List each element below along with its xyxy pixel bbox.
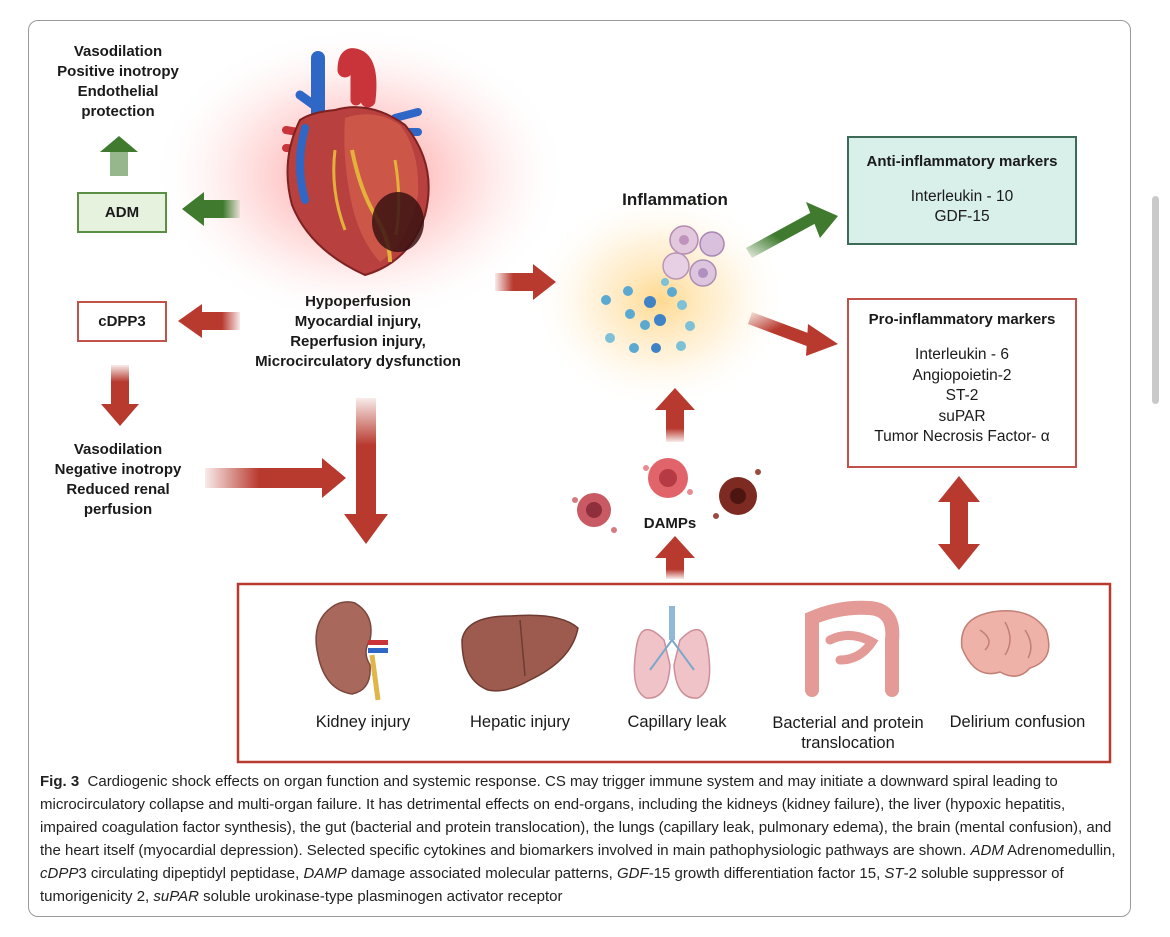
intestine-icon [805,600,900,697]
heart-effects-text: Hypoperfusion Myocardial injury, Reperfu… [228,292,488,372]
cdpp3-box-label: cDPP3 [98,313,146,330]
abbr-cdpp-suffix: 3 [78,865,87,882]
heart-to-cdpp3-arrow [178,304,240,338]
diagram-canvas [100,25,1112,764]
adm-box-label: ADM [104,204,140,221]
pro-marker-1: Interleukin - 6 [915,346,1009,363]
def-cdpp: circulating dipeptidyl peptidase [90,865,296,882]
caption-fig-label: Fig. 3 [40,773,80,790]
organs-to-damps-arrow [655,536,695,579]
adm-effect-4: protection [81,103,155,120]
heart-label-4: Microcirculatory dysfunction [255,353,461,370]
cdpp3-effect-2: Negative inotropy [54,461,182,478]
adm-effect-1: Vasodilation [73,43,163,60]
organ-label-intestine: Bacterial and protein translocation [772,714,924,752]
abbr-gdf: GDF [617,865,649,882]
organ-label-lungs: Capillary leak [627,713,727,731]
pro-marker-2: Angiopoietin-2 [912,366,1012,384]
cdpp3-box: cDPP3 [77,301,167,342]
adm-box: ADM [77,192,167,233]
heart-label-2: Myocardial injury, [294,313,422,330]
def-st: soluble suppressor of tumorigenicity 2 [40,865,1064,905]
caption-text: Cardiogenic shock effects on organ funct… [40,773,1112,859]
def-damp: damage associated molecular patterns [351,865,609,882]
organ-label-liver: Hepatic injury [470,713,570,731]
abbr-st-suffix: -2 [903,865,917,882]
def-adm: Adrenomedullin [1007,842,1112,859]
inflammation-label: Inflammation [622,190,728,209]
def-supar: soluble urokinase-type plasminogen activ… [203,888,563,905]
caption-abbreviations: ADM Adrenomedullin, cDPP3 circulating di… [40,842,1116,905]
damps-cells-icon [572,458,761,533]
organ-label-kidney: Kidney injury [315,713,411,731]
kidney-icon [315,601,388,701]
abbr-gdf-suffix: -15 [648,865,671,882]
anti-box-title: Anti-inflammatory markers [866,153,1058,170]
liver-icon [461,614,579,692]
heart-label-3: Reperfusion injury, [290,333,426,350]
pro-inflammatory-box: Pro-inflammatory markers Interleukin - 6… [847,298,1077,468]
effects-to-organs-arrow [205,458,346,498]
cdpp3-down-arrow [101,365,139,426]
abbr-st: ST [884,865,904,882]
brain-icon [960,610,1050,677]
anti-marker-2: GDF-15 [934,208,990,225]
pro-marker-5: Tumor Necrosis Factor- α [874,428,1050,445]
cdpp3-effect-1: Vasodilation [73,441,163,458]
pro-marker-3: ST-2 [945,387,979,404]
adm-effects-text: Vasodilation Positive inotropy Endotheli… [38,42,198,122]
cdpp3-effect-4: perfusion [83,501,153,518]
abbr-supar: suPAR [153,888,199,905]
adm-effect-2: Positive inotropy [57,63,179,80]
heart-icon [282,48,430,277]
anti-marker-1: Interleukin - 10 [910,188,1014,205]
adm-up-arrow [100,136,138,176]
heart-down-arrow [344,398,388,544]
heart-to-adm-arrow [182,192,240,226]
heart-label-1: Hypoperfusion [305,293,411,310]
inflammation-to-pro-arrow [748,312,838,356]
abbr-damp: DAMP [303,865,347,882]
damps-to-inflammation-arrow [655,388,695,442]
adm-effect-3: Endothelial [77,83,159,100]
pro-box-title: Pro-inflammatory markers [868,311,1056,328]
cytokine-particles-icon [601,278,695,353]
abbr-cdpp: cDPP [40,865,79,882]
scrollbar-thumb[interactable] [1152,196,1159,404]
abbr-adm: ADM [970,842,1004,859]
damps-label: DAMPs [643,515,697,532]
inflammation-glow [530,190,790,410]
anti-inflammatory-box: Anti-inflammatory markers Interleukin - … [847,136,1077,245]
def-gdf: growth differentiation factor 15 [674,865,877,882]
lungs-icon [633,606,711,699]
figure-caption: Fig. 3 Cardiogenic shock effects on orga… [40,770,1120,908]
organ-label-brain: Delirium confusion [949,713,1086,731]
pro-organs-double-arrow [938,476,980,570]
pro-marker-4: suPAR [938,407,986,425]
inflammation-to-anti-arrow [746,202,838,258]
cdpp3-effects-text: Vasodilation Negative inotropy Reduced r… [38,440,198,520]
heart-to-inflammation-arrow [495,264,556,300]
immune-cells-icon [662,225,725,287]
cdpp3-effect-3: Reduced renal [66,481,170,498]
